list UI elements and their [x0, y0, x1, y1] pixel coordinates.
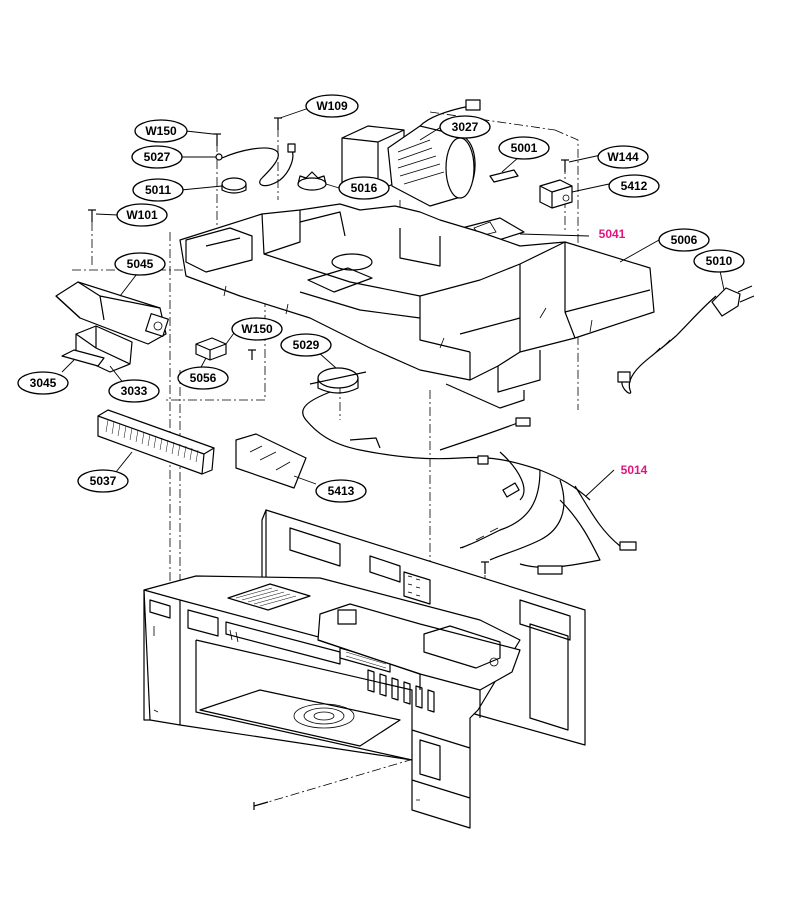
- callout-w109: W109: [305, 94, 359, 118]
- part-5029-motor: [309, 367, 367, 394]
- callout-5010: 5010: [693, 249, 745, 273]
- part-5014-wire-harness: [302, 391, 637, 575]
- screw-w144: [561, 159, 569, 172]
- part-5412-relay: [539, 179, 573, 209]
- leader-lines: [61, 107, 725, 497]
- callout-3045: 3045: [17, 371, 69, 395]
- callout-label: 5001: [511, 141, 538, 155]
- callout-label: W109: [316, 99, 348, 113]
- callout-3033: 3033: [108, 379, 160, 403]
- callout-label: W150: [145, 124, 177, 138]
- callout-5413: 5413: [315, 479, 367, 503]
- callout-5412: 5412: [608, 174, 660, 198]
- callout-5011: 5011: [132, 178, 184, 202]
- part-5011-thermostat: [221, 177, 247, 194]
- callout-label: W150: [241, 322, 273, 336]
- callout-label: 5037: [90, 474, 117, 488]
- cavity-chassis: [143, 509, 586, 829]
- callout-5016: 5016: [338, 176, 390, 200]
- callout-w144: W144: [597, 145, 649, 169]
- part-5016-thermostat: [297, 171, 327, 191]
- callout-label: W144: [607, 150, 639, 164]
- screw-w150-top: [213, 133, 221, 146]
- callout-label: 5011: [145, 183, 171, 197]
- callout-label: 5027: [144, 150, 171, 164]
- callout-w150-mid: W150: [231, 317, 283, 341]
- screw-right: [481, 561, 489, 574]
- callout-label: 5412: [621, 179, 648, 193]
- screw-w101: [88, 209, 96, 222]
- callout-label: 5045: [127, 257, 154, 271]
- callout-label: 5010: [706, 254, 733, 268]
- callout-label-highlight: 5014: [621, 463, 648, 477]
- callout-label: 5006: [671, 233, 698, 247]
- callout-5014: 5014: [621, 463, 648, 477]
- part-5413-window: [235, 433, 307, 489]
- screw-bottom: [253, 801, 269, 810]
- callout-5029: 5029: [280, 333, 332, 357]
- part-5006-housing: [179, 203, 655, 409]
- part-5027-wire: [215, 143, 296, 187]
- part-5045-latch-housing: [55, 281, 169, 345]
- part-5010-power-cord: [617, 285, 755, 394]
- callout-w150-top: W150: [134, 119, 188, 143]
- callout-label: 5029: [293, 338, 320, 352]
- callout-label: 3027: [452, 120, 479, 134]
- screws: [88, 117, 569, 810]
- callout-label: 5016: [351, 181, 378, 195]
- part-5037-grille: [97, 409, 215, 475]
- callout-label: 3033: [121, 384, 148, 398]
- callout-w101: W101: [116, 203, 168, 227]
- callout-5001: 5001: [498, 136, 550, 160]
- callout-5006: 5006: [658, 228, 710, 252]
- callout-5056: 5056: [177, 366, 229, 390]
- part-3045-lever: [61, 349, 105, 367]
- screw-w150-mid: [248, 349, 256, 360]
- callout-label: 5413: [328, 484, 355, 498]
- callout-label: W101: [126, 208, 158, 222]
- callout-label: 3045: [30, 376, 57, 390]
- callout-3027: 3027: [439, 115, 491, 139]
- callout-5045: 5045: [114, 252, 166, 276]
- part-3027-fan-motor: [341, 99, 481, 207]
- screw-w109: [274, 117, 282, 130]
- callout-label: 5056: [190, 371, 217, 385]
- part-5056-switch: [195, 337, 227, 361]
- callout-5027: 5027: [131, 145, 183, 169]
- callout-5037: 5037: [77, 469, 129, 493]
- callout-label-highlight: 5041: [599, 227, 626, 241]
- part-5001-bracket: [489, 169, 519, 183]
- callout-5041: 5041: [599, 227, 626, 241]
